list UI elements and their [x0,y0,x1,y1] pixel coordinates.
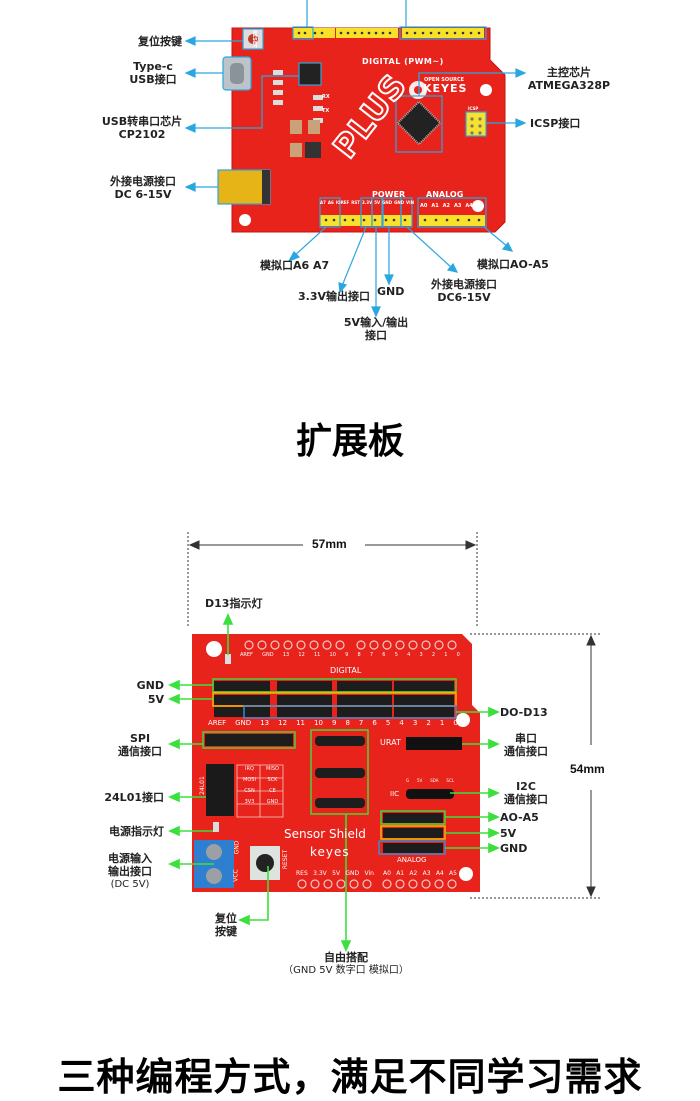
callout-icsp: ICSP接口 [530,117,581,130]
silk-urat: URAT [380,738,401,747]
callout-power-led: 电源指示灯 [109,825,164,838]
silk-24l01: 24L01 [198,776,206,795]
section-title: 扩展板 [295,421,404,462]
callout-cp2102: USB转串口芯片 CP2102 [101,115,183,141]
callout-vin: 外接电源接口 DC6-15V [431,278,497,304]
callout-gnd: GND [377,285,405,298]
board1-diagram: PLUS DIGITAL (PWM~) OPEN SOURCE KEYES PO… [0,0,700,360]
silk-analog: ANALOG [426,190,464,199]
highlight-spi [202,731,296,749]
header-top-3 [402,28,484,38]
silk-vcc: VCC [232,869,240,882]
callout-spi: SPI 通信接口 [118,732,162,758]
silk-rx: RX [322,94,330,100]
highlight-free [310,729,369,815]
callout-5v-bottom: 5V [500,827,517,840]
silk-open-source: OPEN SOURCE [424,77,465,83]
callout-typec: Type-c USB接口 [129,60,177,86]
silk-digital: DIGITAL [330,666,362,675]
icsp-header [465,111,487,137]
gear-icon [409,81,427,99]
callout-uart: 串口 通信接口 [504,732,548,758]
silk-analog: ANALOG [397,856,427,864]
silk-sensor-shield: Sensor Shield [284,827,366,841]
callout-power-terminal: 电源输入 输出接口 (DC 5V) [108,852,152,890]
callout-gnd-bottom: GND [500,842,528,855]
callout-5v: 5V输入/输出 接口 [343,316,409,342]
silk-keyes: KEYES [423,82,468,95]
callout-dc-jack: 外接电源接口 DC 6-15V [110,175,176,201]
silk-power: POWER [372,190,406,199]
board1-graphic [184,0,527,318]
callout-free-headers: 自由搭配 （GND 5V 数字口 模拟口） [283,951,409,976]
callout-d0-d13: DO-D13 [500,706,548,719]
highlight-box [399,26,487,40]
header-top-2 [336,28,398,38]
mount-hole [239,214,251,226]
silk-reset: RESET [251,30,257,48]
bottom-title: 三种编程方式，满足不同学习需求 [57,1055,643,1099]
height-dimension: 54mm [570,762,605,776]
callout-d13-led: D13指示灯 [205,597,263,610]
callout-24l01: 24L01接口 [104,791,164,804]
silk-gnd: GND [233,840,241,855]
board2-graphic [168,532,600,952]
silk-reset: RESET [282,849,290,870]
silk-digital: DIGITAL (PWM~) [362,57,444,66]
callout-reset: 复位 按键 [215,912,237,938]
callout-3v3: 3.3V输出接口 [298,290,370,303]
atmega328p-chip [395,95,443,153]
callout-a0a5: 模拟口AO-A5 [477,258,549,271]
highlight-box [292,26,314,40]
callout-mcu: 主控芯片 ATMEGA328P [527,66,611,92]
callout-i2c: I2C 通信接口 [504,780,548,806]
callout-a6a7: 模拟口A6 A7 [260,259,330,272]
silk-iic: IIC [390,790,400,798]
mount-hole [480,84,492,96]
silk-keyes: keyes [310,845,350,859]
mount-hole [472,200,484,212]
callout-gnd-top: GND [136,679,164,692]
cp2102-chip [298,62,322,86]
callout-5v-top: 5V [147,693,164,706]
silk-icsp: ICSP [468,106,479,111]
callout-a0-a5: AO-A5 [500,811,539,824]
width-dimension: 57mm [312,537,347,551]
callout-reset-button: 复位按键 [138,35,182,48]
silk-tx: TX [322,108,330,114]
